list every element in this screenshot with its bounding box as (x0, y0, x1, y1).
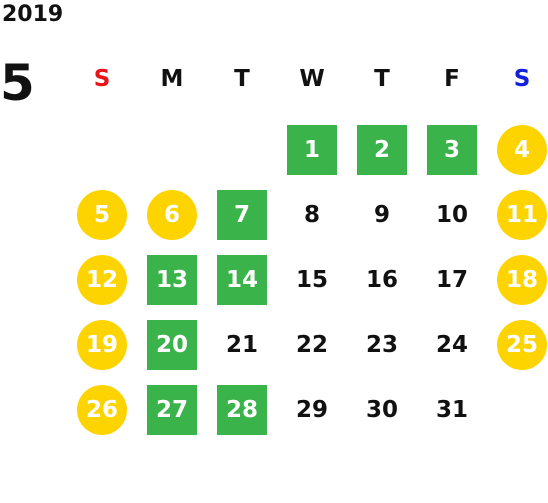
day-cell: 9 (373, 202, 390, 228)
weekday-label: M (160, 66, 184, 92)
weekday-label: T (374, 66, 390, 92)
weekday-label: S (93, 66, 111, 92)
day-cell: 17 (435, 267, 468, 293)
weekday-label: W (299, 66, 325, 92)
day-cell: 21 (225, 332, 258, 358)
day-cell: 23 (365, 332, 398, 358)
weekday-label: T (234, 66, 250, 92)
day-cell: 24 (435, 332, 468, 358)
day-cell: 5 (77, 190, 127, 240)
day-cell: 1 (287, 125, 337, 175)
day-cell: 22 (295, 332, 328, 358)
day-cell: 7 (217, 190, 267, 240)
day-cell: 13 (147, 255, 197, 305)
day-cell: 28 (217, 385, 267, 435)
day-cell: 15 (295, 267, 328, 293)
day-cell: 11 (497, 190, 547, 240)
day-cell: 25 (497, 320, 547, 370)
weekday-label: F (444, 66, 460, 92)
day-cell: 27 (147, 385, 197, 435)
day-cell: 6 (147, 190, 197, 240)
day-cell: 19 (77, 320, 127, 370)
month-label: 5 (0, 54, 35, 112)
day-cell: 20 (147, 320, 197, 370)
year-label: 2019 (2, 2, 64, 27)
day-cell: 29 (295, 397, 328, 423)
day-cell: 8 (303, 202, 320, 228)
day-cell: 12 (77, 255, 127, 305)
day-cell: 10 (435, 202, 468, 228)
day-cell: 26 (77, 385, 127, 435)
day-cell: 16 (365, 267, 398, 293)
day-cell: 2 (357, 125, 407, 175)
weekday-label: S (513, 66, 531, 92)
day-cell: 30 (365, 397, 398, 423)
day-cell: 31 (435, 397, 468, 423)
day-cell: 14 (217, 255, 267, 305)
day-cell: 18 (497, 255, 547, 305)
day-cell: 3 (427, 125, 477, 175)
day-cell: 4 (497, 125, 547, 175)
